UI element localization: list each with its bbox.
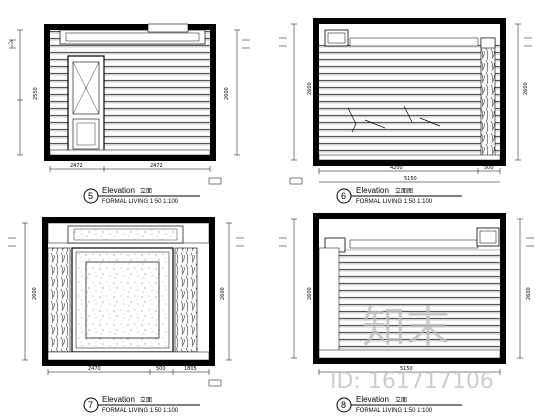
wall-frame xyxy=(44,24,216,161)
watermark: 知末 ID: 161717106 xyxy=(330,302,494,394)
elevation-7: 2600 2600 2470 500 1805 7 Elevation 立面 F… xyxy=(8,217,244,414)
drawing-number: 5 xyxy=(88,191,93,201)
drawing-number: 6 xyxy=(341,191,346,201)
drawing-title-cn: 立面 xyxy=(140,396,152,404)
drawing-number: 7 xyxy=(88,400,93,410)
drawing-title: Elevation xyxy=(356,395,389,404)
baseboard xyxy=(318,349,501,359)
watermark-id: ID: 161717106 xyxy=(330,369,494,394)
drawing-title-cn: 立面图 xyxy=(395,187,413,195)
dim-horizontal-1: 4200 xyxy=(390,165,403,171)
elevation-5: 2550 2600 2472 2472 5 Elevation 立面 FORMA… xyxy=(7,23,250,205)
drawing-title: Elevation xyxy=(102,395,135,404)
drawing-title: Elevation xyxy=(102,186,135,195)
cornice xyxy=(59,29,206,45)
dim-vertical-right: 2600 xyxy=(224,87,230,100)
dim-horizontal-2: 2472 xyxy=(150,163,163,169)
dim-vertical-right: 2600 xyxy=(220,287,226,300)
stone-column xyxy=(480,37,496,157)
stone-panel-left xyxy=(47,247,71,353)
dim-horizontal-3: 1805 xyxy=(184,366,197,372)
wall-frame xyxy=(42,217,215,366)
furniture-outline xyxy=(347,105,441,133)
drawing-number: 8 xyxy=(341,400,346,410)
drawing-scale: FORMAL LIVING 1:50 1:100 xyxy=(102,199,179,205)
drawing-scale: FORMAL LIVING 1:50 1:100 xyxy=(356,408,433,414)
baseboard xyxy=(49,149,211,156)
dim-vertical-right: 2600 xyxy=(526,287,532,300)
drawing-title-cn: 立面 xyxy=(140,187,152,195)
dim-horizontal-2: 500 xyxy=(156,366,166,372)
drawing-title: Elevation xyxy=(356,186,389,195)
wall-frame xyxy=(313,213,506,364)
drawing-scale: FORMAL LIVING 1:50 1:100 xyxy=(356,199,433,205)
dim-vertical-left: 2600 xyxy=(307,82,313,95)
watermark-logo: 知末 xyxy=(362,302,450,353)
dim-vertical-left: 2600 xyxy=(32,287,38,300)
dim-vertical-right: 2600 xyxy=(523,82,529,95)
elevation-8: 2600 2600 5150 8 Elevation 立面 FORMAL LIV… xyxy=(279,213,534,414)
dim-vertical-left: 2600 xyxy=(307,287,313,300)
dim-horizontal-2: 5150 xyxy=(404,176,417,182)
elevation-6: 2600 2600 4200 5150 500 6 Elevation 立面图 … xyxy=(279,18,532,205)
wall-panel xyxy=(319,24,500,160)
drawing-scale: FORMAL LIVING 1:50 1:100 xyxy=(102,408,179,414)
drawing-title-cn: 立面 xyxy=(395,396,407,404)
dim-horizontal-3: 500 xyxy=(484,165,494,171)
wall-frame xyxy=(313,18,506,166)
baseboard xyxy=(47,351,210,361)
dim-horizontal-1: 2472 xyxy=(70,163,83,169)
dim-vertical-left: 2550 xyxy=(33,87,39,100)
dim-horizontal-1: 2470 xyxy=(88,366,101,372)
baseboard xyxy=(318,154,501,161)
stone-panel-right xyxy=(174,247,198,353)
dim-horizontal-1: 5150 xyxy=(400,366,413,372)
